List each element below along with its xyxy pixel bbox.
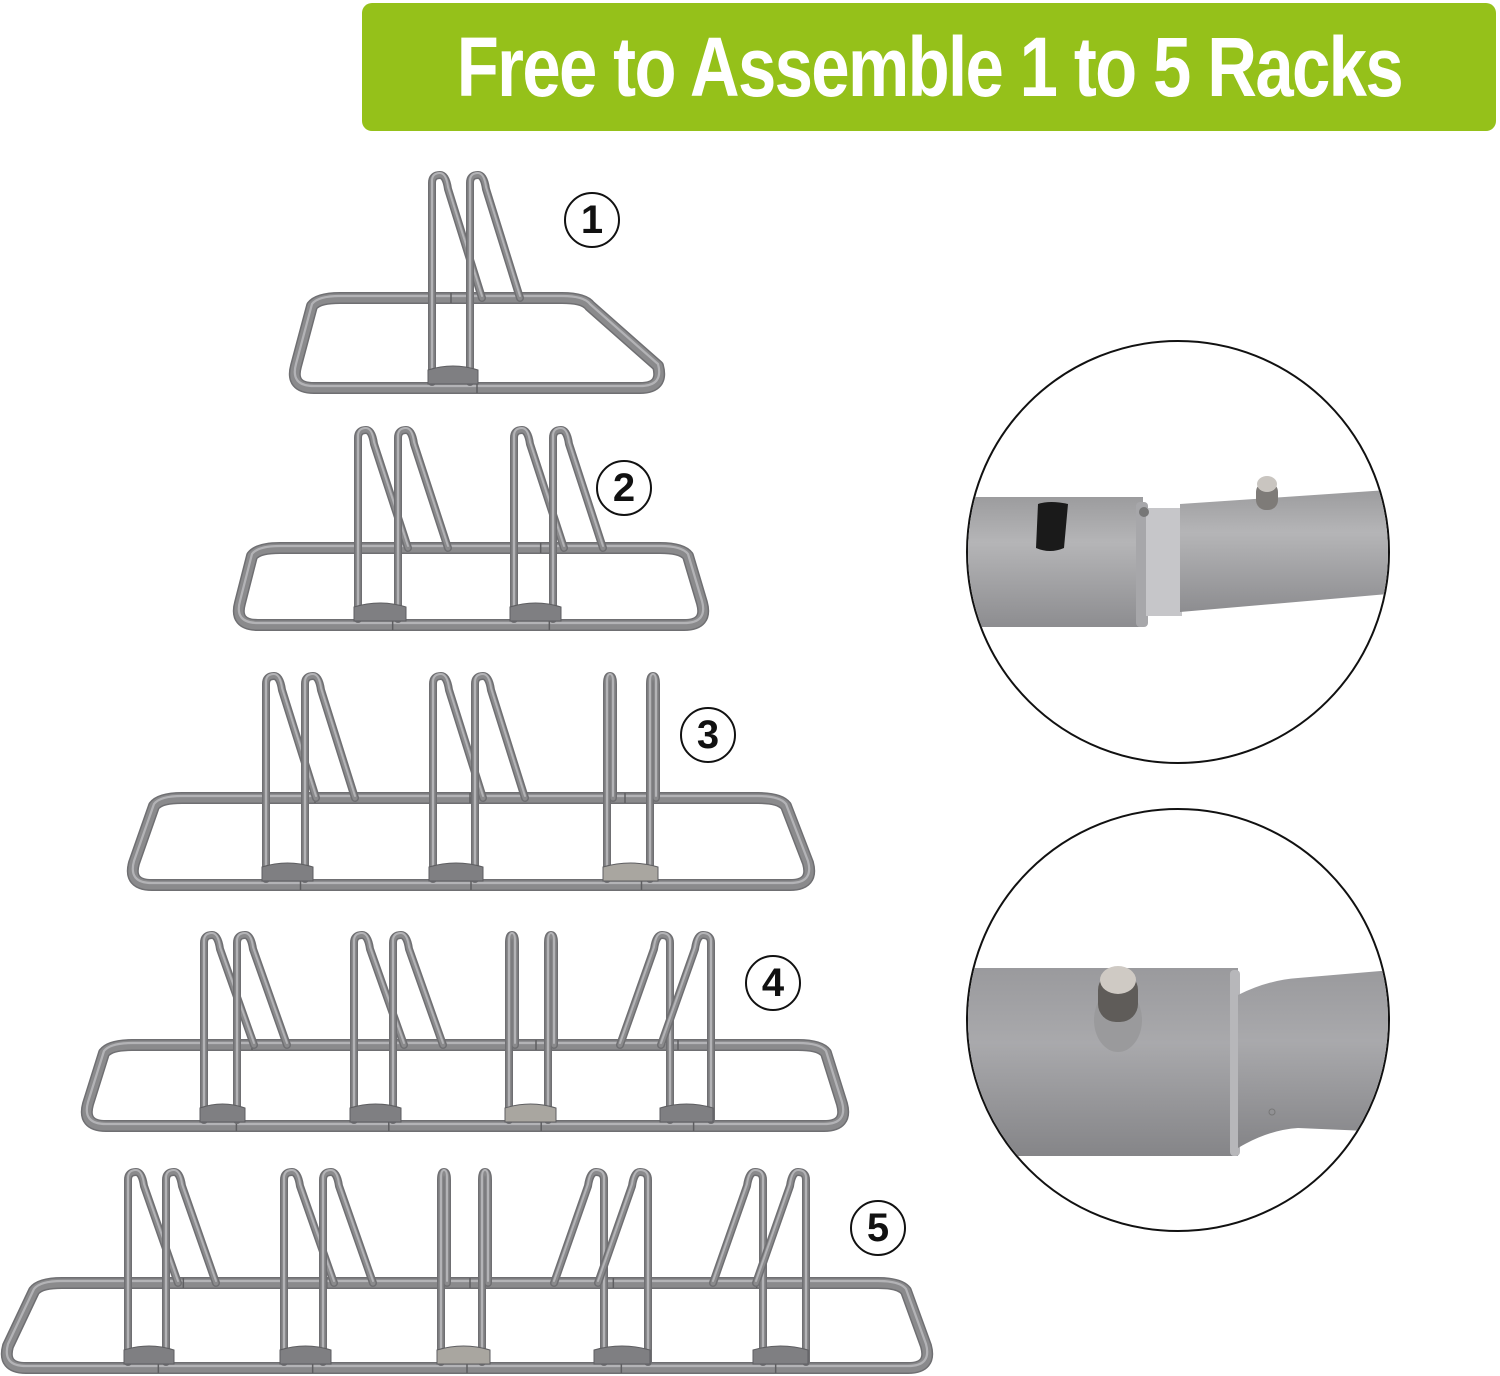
rack-number-badge: 3 [680,707,736,763]
connector-detail-slot [966,340,1390,764]
rack-number-badge: 4 [745,955,801,1011]
bike-rack-2 [232,426,710,631]
tube-joint-pin-icon [968,966,1388,1156]
connector-detail-pin [966,808,1390,1232]
bike-rack-1 [288,171,666,394]
bike-rack-4 [80,931,850,1132]
tube-joint-slot-icon [968,476,1388,627]
rack-number-badge: 5 [850,1200,906,1256]
banner-title: Free to Assemble 1 to 5 Racks [456,20,1403,114]
title-banner: Free to Assemble 1 to 5 Racks [362,3,1496,131]
rack-number-badge: 2 [596,460,652,516]
rack-number-badge: 1 [564,192,620,248]
bike-rack-3 [126,672,816,891]
bike-rack-5 [0,1168,934,1374]
